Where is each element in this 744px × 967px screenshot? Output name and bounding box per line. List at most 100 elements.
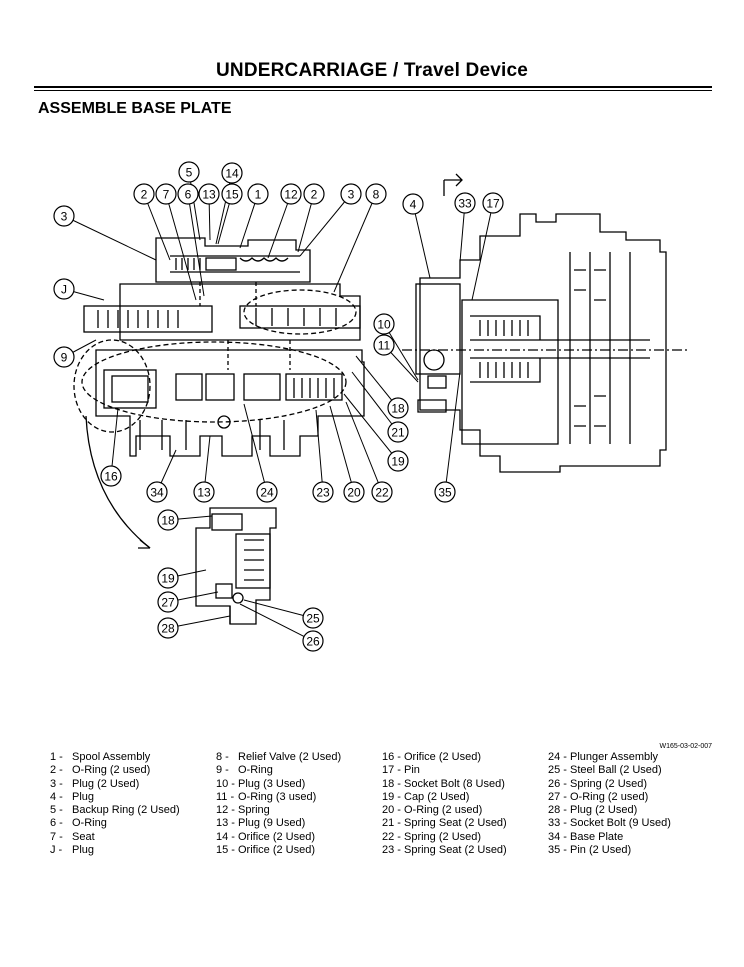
callout-label: 6 <box>185 188 192 202</box>
callout-23: 23 <box>312 481 334 503</box>
callout-label: 14 <box>225 167 239 181</box>
legend-item: 1 -Spool Assembly <box>50 751 151 763</box>
callout-15: 15 <box>221 183 243 205</box>
legend-item: 26 -Spring (2 Used) <box>548 777 648 790</box>
callout-label: 11 <box>378 339 391 353</box>
detail-view-drawing <box>195 507 277 625</box>
legend-item: 17 -Pin <box>382 764 420 777</box>
callout-3: 3 <box>340 183 362 205</box>
legend-item: 35 -Pin (2 Used) <box>548 844 632 857</box>
legend-item: 20 -O-Ring (2 used) <box>382 804 483 817</box>
callout-label: 23 <box>316 486 330 500</box>
callout-label: 4 <box>410 198 417 212</box>
callout-4: 4 <box>402 193 424 215</box>
legend-column-4: 24 -Plunger Assembly 25 -Steel Ball (2 U… <box>548 751 671 857</box>
legend-item: 3 -Plug (2 Used) <box>50 777 140 790</box>
legend-item: 8 -Relief Valve (2 Used) <box>216 751 342 763</box>
callout-label: 2 <box>311 188 318 202</box>
callout-18: 18 <box>387 397 409 419</box>
callout-12: 12 <box>280 183 302 205</box>
callout-13: 13 <box>193 481 215 503</box>
legend-column-3: 16 -Orifice (2 Used) 17 -Pin 18 -Socket … <box>382 751 507 857</box>
callout-21: 21 <box>387 421 409 443</box>
legend-item: 14 -Orifice (2 Used) <box>216 830 316 843</box>
callout-label: 2 <box>141 188 148 202</box>
callout-26: 26 <box>302 630 324 652</box>
callout-3: 3 <box>53 205 75 227</box>
callout-label: J <box>61 283 67 297</box>
callout-27: 27 <box>157 591 179 613</box>
title-rule <box>34 86 712 88</box>
callout-label: 21 <box>391 426 405 440</box>
callout-J: J <box>53 278 75 300</box>
callout-label: 35 <box>438 486 452 500</box>
callout-33: 33 <box>454 192 476 214</box>
callout-label: 12 <box>284 188 298 202</box>
legend-item: 10 -Plug (3 Used) <box>216 777 306 790</box>
callout-25: 25 <box>302 607 324 629</box>
callout-label: 16 <box>104 470 118 484</box>
callout-8: 8 <box>365 183 387 205</box>
callout-2: 2 <box>133 183 155 205</box>
callout-20: 20 <box>343 481 365 503</box>
legend-item: 6 -O-Ring <box>50 817 107 830</box>
callout-label: 26 <box>306 635 320 649</box>
callout-7: 7 <box>155 183 177 205</box>
legend-item: 7 -Seat <box>50 830 95 843</box>
callout-label: 18 <box>161 514 175 528</box>
callout-label: 25 <box>306 612 320 626</box>
legend-item: 12 -Spring <box>216 804 270 817</box>
callout-label: 34 <box>150 486 164 500</box>
callout-9: 9 <box>53 346 75 368</box>
callout-label: 5 <box>186 166 193 180</box>
callout-label: 20 <box>347 486 361 500</box>
callout-label: 3 <box>348 188 355 202</box>
callout-22: 22 <box>371 481 393 503</box>
legend-item: 4 -Plug <box>50 790 95 803</box>
legend-item: 5 -Backup Ring (2 Used) <box>50 804 180 817</box>
callout-label: 28 <box>161 622 175 636</box>
callout-28: 28 <box>157 617 179 639</box>
legend-item: 23 -Spring Seat (2 Used) <box>382 844 507 857</box>
legend-item: 2 -O-Ring (2 used) <box>50 764 151 777</box>
callout-16: 16 <box>100 465 122 487</box>
callout-1: 1 <box>247 183 269 205</box>
legend-item: 16 -Orifice (2 Used) <box>382 751 482 763</box>
callout-35: 35 <box>434 481 456 503</box>
leader-lines <box>63 171 494 642</box>
callout-label: 13 <box>197 486 211 500</box>
callout-label: 27 <box>161 596 175 610</box>
callout-label: 15 <box>225 188 239 202</box>
callout-17: 17 <box>482 192 504 214</box>
legend-item: 19 -Cap (2 Used) <box>382 790 470 803</box>
valve-body-drawing <box>73 237 365 549</box>
callout-label: 1 <box>255 188 262 202</box>
callout-14: 14 <box>221 162 243 184</box>
callout-19: 19 <box>157 567 179 589</box>
legend-item: 21 -Spring Seat (2 Used) <box>382 817 507 830</box>
section-title: ASSEMBLE BASE PLATE <box>38 100 232 117</box>
legend-item: 13 -Plug (9 Used) <box>216 817 306 830</box>
callout-label: 22 <box>375 486 389 500</box>
legend-item: 24 -Plunger Assembly <box>548 751 659 763</box>
legend-item: J -Plug <box>50 844 95 857</box>
title-rule-thin <box>34 90 712 91</box>
callout-label: 10 <box>377 318 391 332</box>
travel-device-drawing <box>402 173 690 473</box>
callout-34: 34 <box>146 481 168 503</box>
callout-label: 9 <box>61 351 68 365</box>
callout-label: 19 <box>161 572 175 586</box>
page-title: UNDERCARRIAGE / Travel Device <box>215 60 528 81</box>
legend-column-1: 1 -Spool Assembly 2 -O-Ring (2 used) 3 -… <box>50 751 180 857</box>
callout-label: 13 <box>202 188 216 202</box>
legend-item: 27 -O-Ring (2 used) <box>548 790 649 803</box>
callout-18: 18 <box>157 509 179 531</box>
callout-label: 17 <box>486 197 500 211</box>
callout-13: 13 <box>198 183 220 205</box>
callout-label: 18 <box>391 402 405 416</box>
callout-label: 8 <box>373 188 380 202</box>
callout-24: 24 <box>256 481 278 503</box>
callout-label: 19 <box>391 455 405 469</box>
callout-19: 19 <box>387 450 409 472</box>
